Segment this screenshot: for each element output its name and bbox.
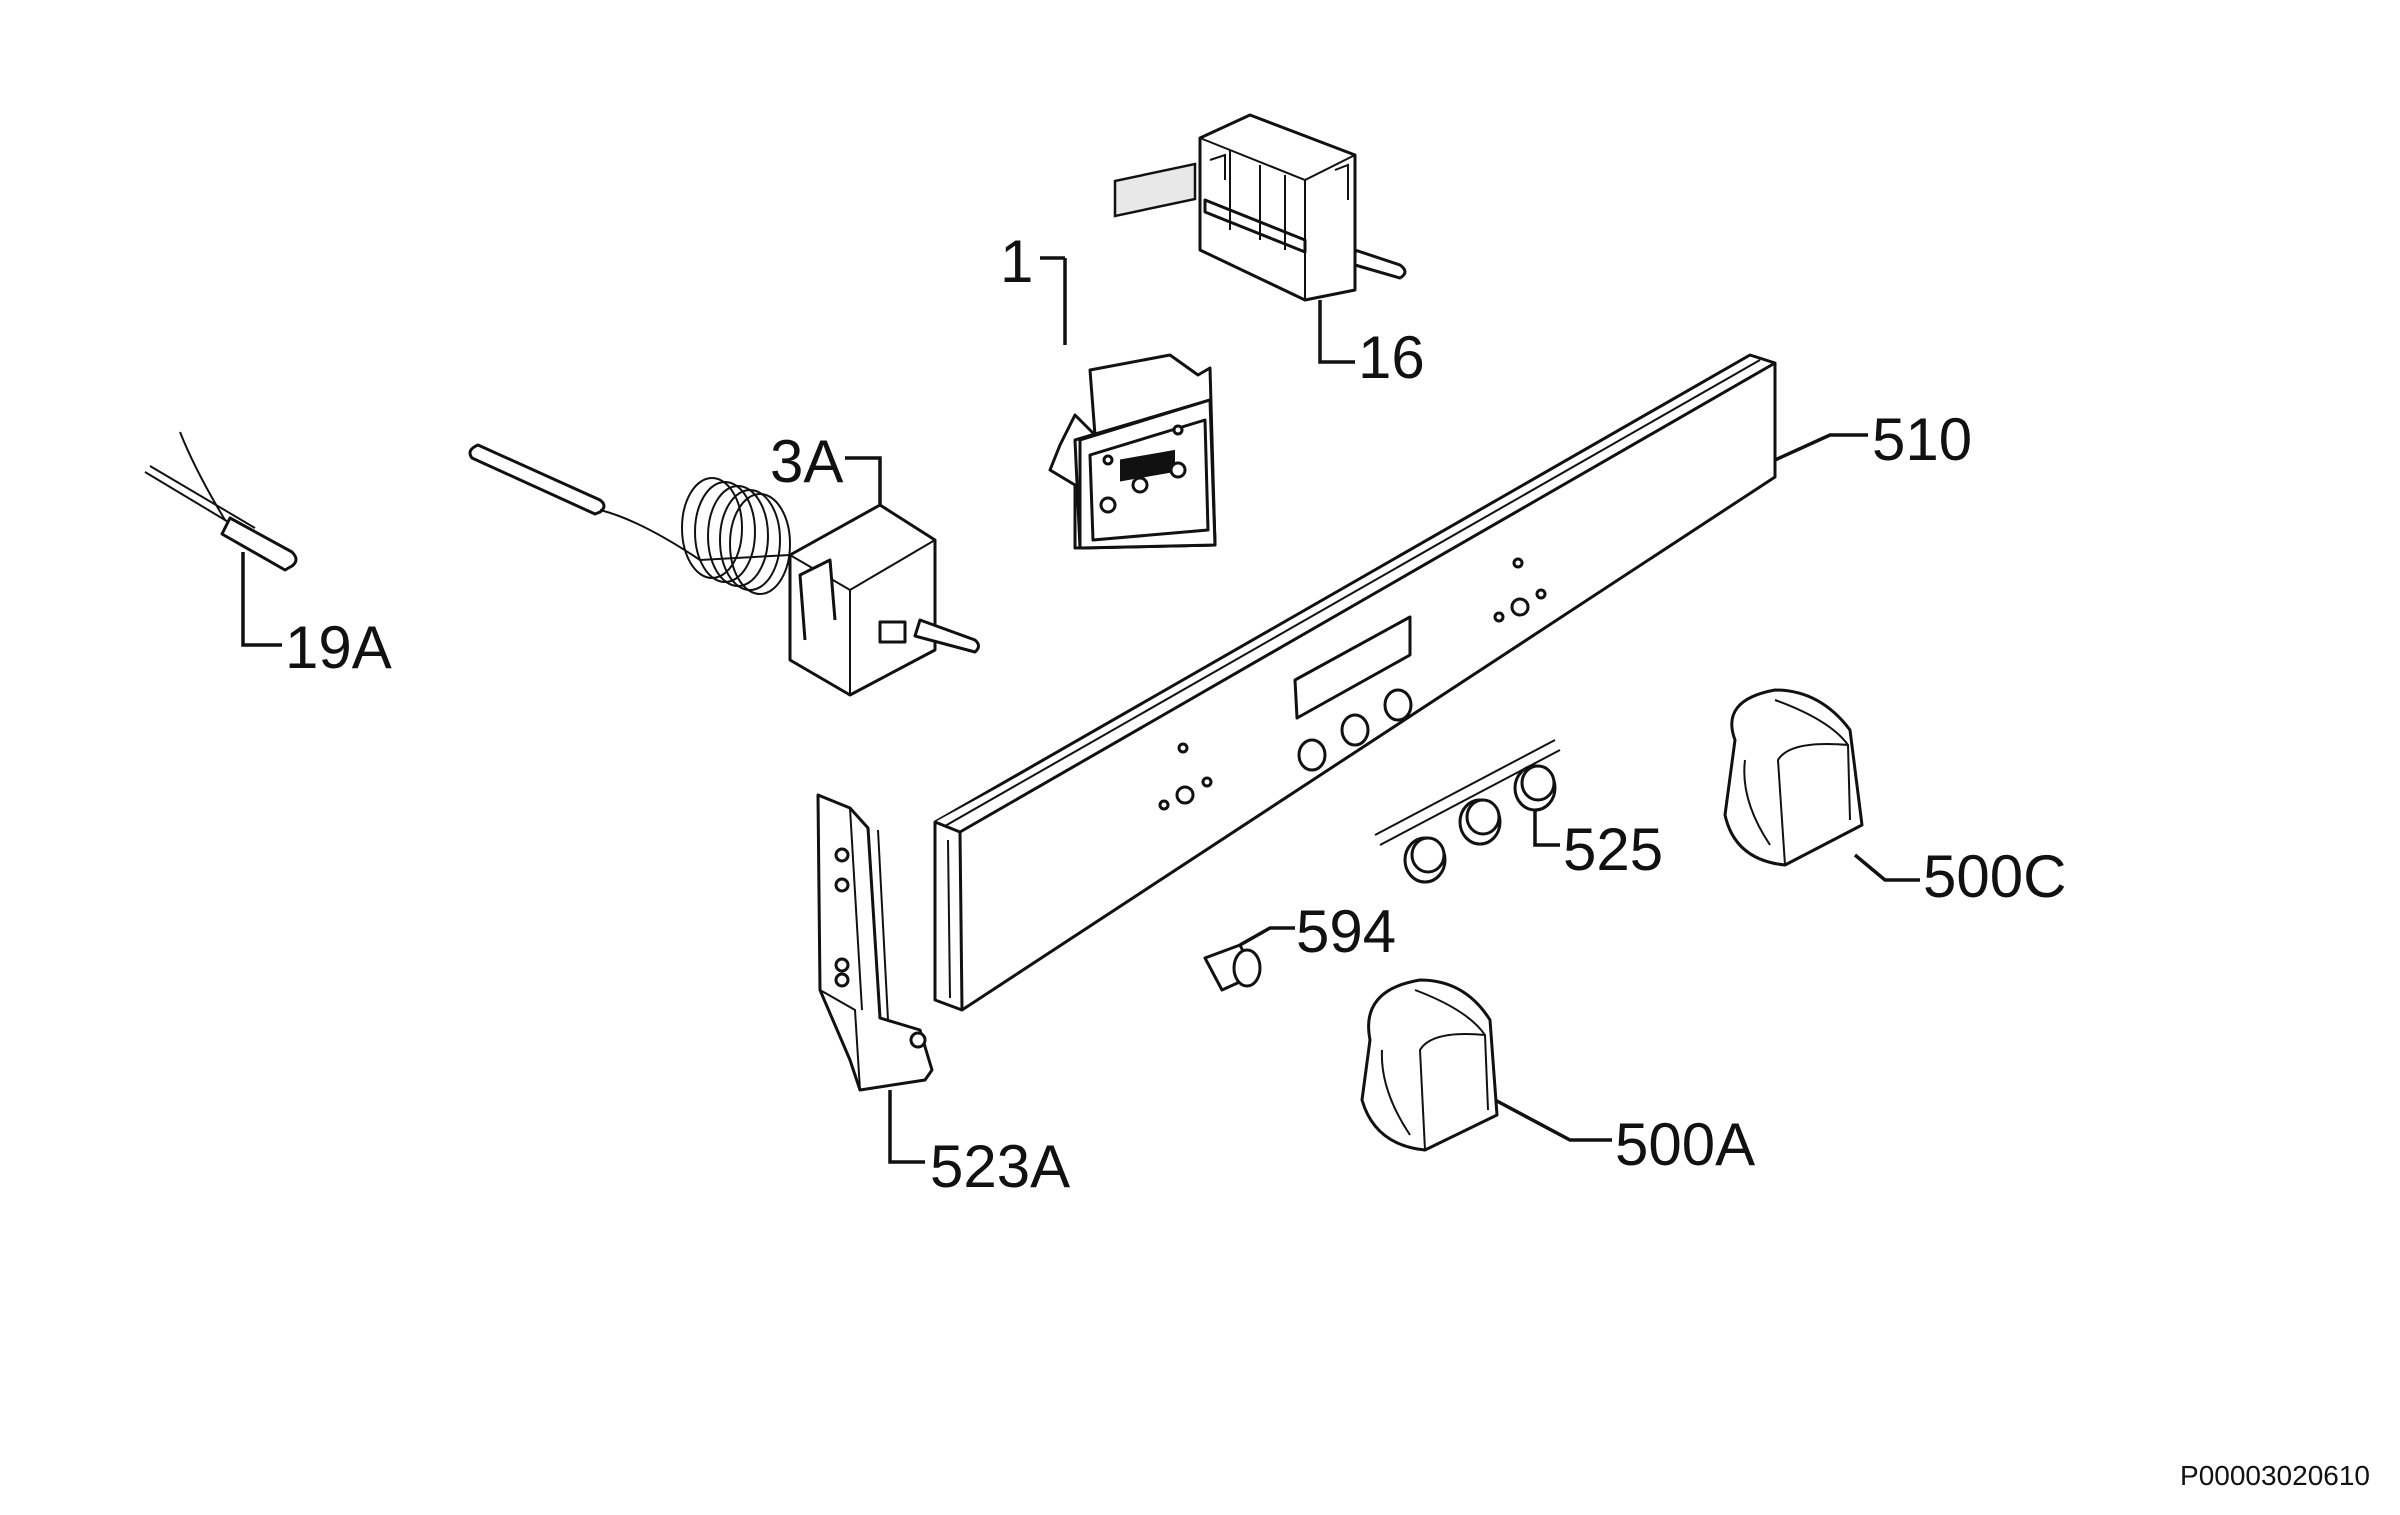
label-525: 525: [1563, 816, 1663, 883]
part-523a-bracket: [816, 793, 934, 1092]
part-510-control-panel: [933, 353, 1777, 1012]
label-594: 594: [1296, 898, 1396, 965]
part-3a-thermostat: [468, 443, 980, 697]
part-525-push-buttons: [1374, 739, 1561, 884]
label-16: 16: [1358, 324, 1425, 391]
leader-510: [1774, 433, 1868, 462]
label-523a: 523A: [930, 1133, 1070, 1200]
label-500c: 500C: [1923, 843, 2066, 910]
leader-3a: [845, 456, 882, 505]
part-19a-sensor: [144, 431, 298, 572]
leader-500c: [1853, 853, 1920, 882]
part-500c-knob: [1723, 688, 1864, 867]
label-3a: 3A: [770, 428, 843, 495]
label-510: 510: [1872, 406, 1972, 473]
part-594-lamp: [1203, 943, 1262, 992]
leader-16: [1318, 300, 1355, 364]
label-1: 1: [1000, 228, 1033, 295]
label-500a: 500A: [1615, 1111, 1755, 1178]
leader-525: [1533, 810, 1560, 847]
leader-19a: [241, 552, 282, 647]
leader-594: [1239, 926, 1295, 947]
part-1-timer-module: [1048, 162, 1217, 550]
label-19a: 19A: [285, 614, 392, 681]
drawing-code: P00003020610: [2180, 1460, 2370, 1491]
part-500a-knob: [1360, 978, 1499, 1152]
part-16-selector-switch: [1198, 113, 1407, 302]
leader-500a: [1494, 1098, 1612, 1142]
leader-523a: [888, 1090, 925, 1164]
